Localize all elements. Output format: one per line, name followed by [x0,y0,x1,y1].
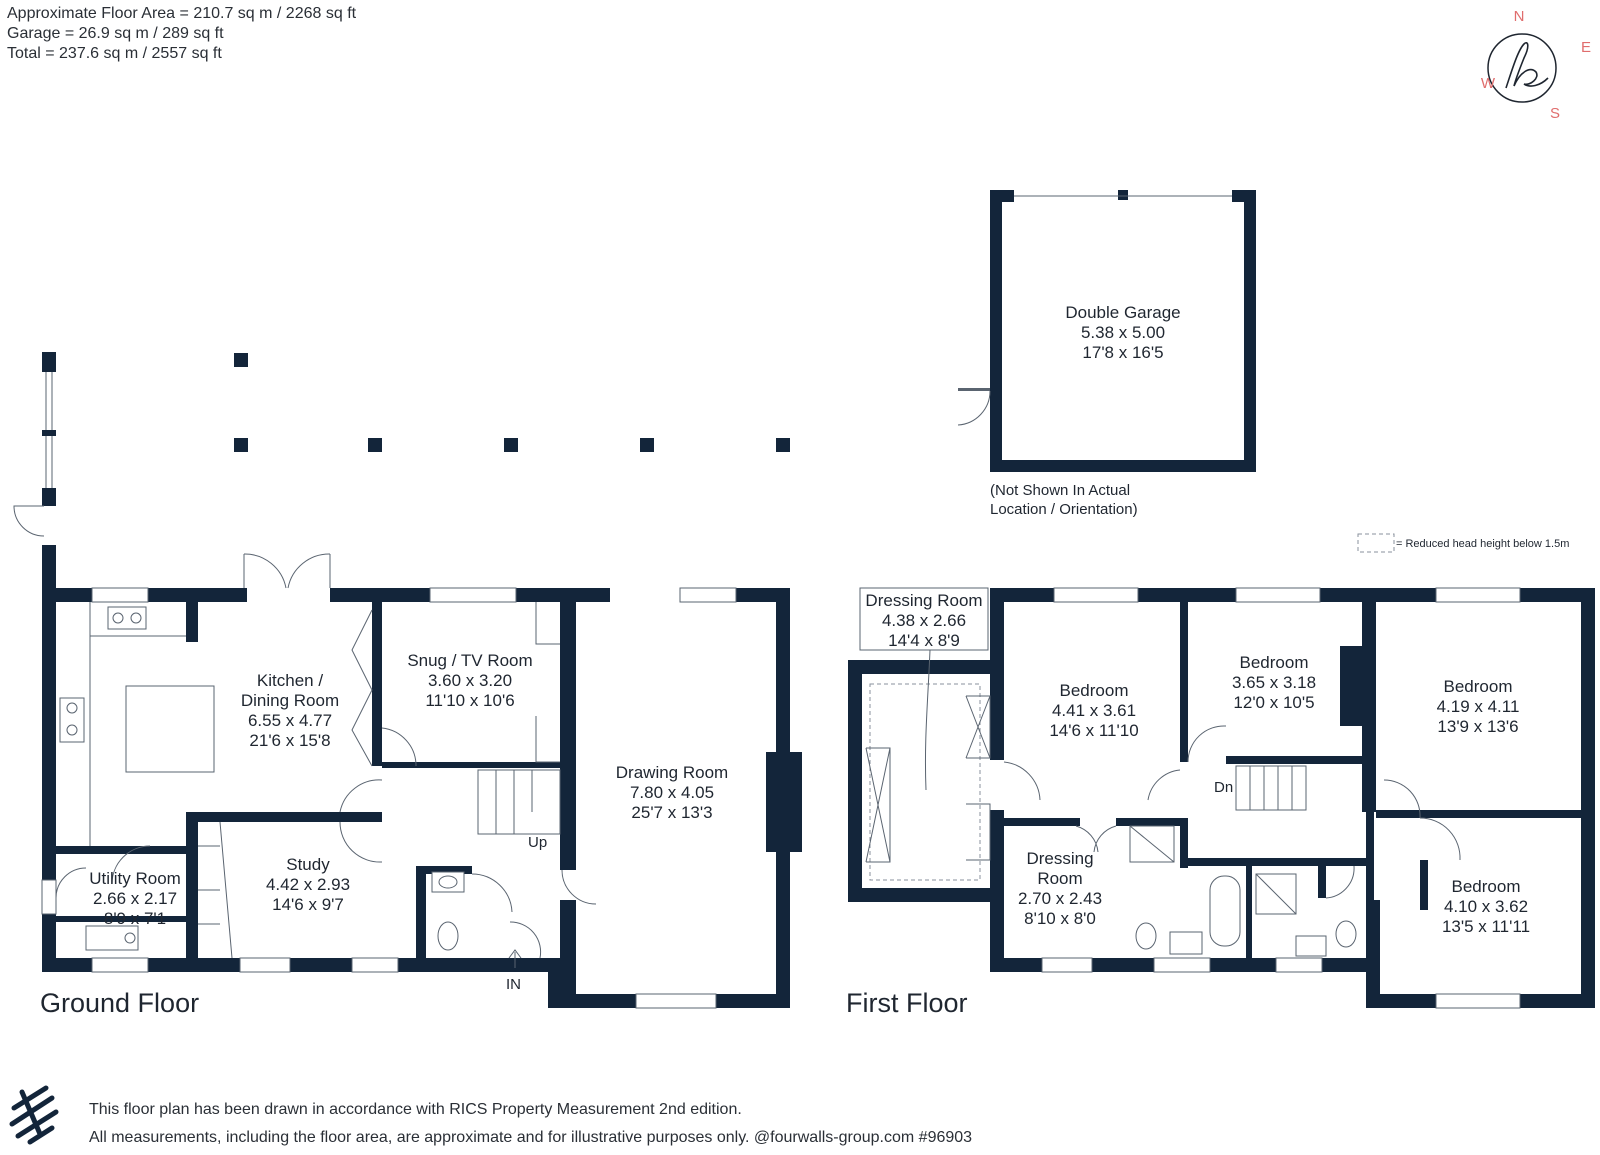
compass-north: N [1514,8,1525,25]
first-floor-title: First Floor [846,988,968,1018]
room-dressing2-metric: 2.70 x 2.43 [1018,889,1102,908]
footer-rics-note: This floor plan has been drawn in accord… [89,1101,742,1118]
compass-logo-icon: N E S W [1481,8,1591,122]
garage-area-line: Garage = 26.9 sq m / 289 sq ft [7,25,224,42]
room-dressing2-name: Dressing [1026,849,1093,868]
garage-imperial: 17'8 x 16'5 [1082,343,1163,362]
compass-east: E [1581,39,1591,56]
footer-disclaimer: All measurements, including the floor ar… [89,1129,973,1146]
entrance-label: IN [506,976,521,993]
room-bedroom3-name: Bedroom [1444,677,1513,696]
legend-label: = Reduced head height below 1.5m [1396,538,1569,550]
stairs-down-label: Dn [1214,779,1233,796]
room-bedroom4-imperial: 13'5 x 11'11 [1442,917,1530,936]
room-bedroom1-imperial: 14'6 x 11'10 [1049,721,1138,740]
room-snug-name: Snug / TV Room [407,651,532,670]
room-dressing-main-metric: 4.38 x 2.66 [882,611,966,630]
room-bedroom3-metric: 4.19 x 4.11 [1437,697,1520,716]
room-snug-metric: 3.60 x 3.20 [428,671,512,690]
room-kitchen-name2: Dining Room [241,691,339,710]
room-utility-metric: 2.66 x 2.17 [93,889,177,908]
room-study-name: Study [286,855,330,874]
head-height-legend: = Reduced head height below 1.5m [1357,533,1569,553]
room-bedroom2-name: Bedroom [1240,653,1309,672]
room-bedroom1-name: Bedroom [1060,681,1129,700]
room-drawing-imperial: 25'7 x 13'3 [631,803,712,822]
garage-note-line2: Location / Orientation) [990,501,1138,518]
room-bedroom4-metric: 4.10 x 3.62 [1444,897,1528,916]
ground-floor-title: Ground Floor [40,988,199,1018]
room-bedroom3-imperial: 13'9 x 13'6 [1437,717,1518,736]
room-study-metric: 4.42 x 2.93 [266,875,350,894]
room-bedroom2-metric: 3.65 x 3.18 [1232,673,1316,692]
garage-metric: 5.38 x 5.00 [1081,323,1165,342]
fourwalls-logo-icon [9,1085,59,1145]
room-snug-imperial: 11'10 x 10'6 [425,691,514,710]
room-dressing-main-name: Dressing Room [865,591,982,610]
room-kitchen-imperial: 21'6 x 15'8 [249,731,330,750]
room-bedroom1-metric: 4.41 x 3.61 [1052,701,1136,720]
room-bedroom4-name: Bedroom [1452,877,1521,896]
double-garage: Double Garage 5.38 x 5.00 17'8 x 16'5 (N… [957,190,1256,518]
floor-area-summary: Approximate Floor Area = 210.7 sq m / 22… [7,4,356,64]
total-area-line: Total = 237.6 sq m / 2557 sq ft [7,45,222,62]
room-study-imperial: 14'6 x 9'7 [272,895,344,914]
room-bedroom2-imperial: 12'0 x 10'5 [1233,693,1314,712]
garage-note-line1: (Not Shown In Actual [990,482,1130,499]
compass-south: S [1550,105,1560,122]
room-drawing-name: Drawing Room [616,763,728,782]
room-drawing-metric: 7.80 x 4.05 [630,783,714,802]
floor-area-line: Approximate Floor Area = 210.7 sq m / 22… [7,5,357,22]
garage-name: Double Garage [1065,303,1180,322]
room-dressing2-name2: Room [1037,869,1082,888]
stairs-up-label: Up [528,834,547,851]
compass-west: W [1481,75,1496,92]
first-floor-plan: Dressing Room 4.38 x 2.66 14'4 x 8'9 Bed… [846,587,1595,1018]
room-utility-name: Utility Room [89,869,181,888]
room-dressing-main-imperial: 14'4 x 8'9 [888,631,960,650]
room-dressing2-imperial: 8'10 x 8'0 [1024,909,1096,928]
ground-floor-plan: Kitchen / Dining Room 6.55 x 4.77 21'6 x… [13,352,802,1018]
room-utility-imperial: 8'9 x 7'1 [104,909,166,928]
room-kitchen-metric: 6.55 x 4.77 [248,711,332,730]
room-kitchen-name: Kitchen / [257,671,323,690]
